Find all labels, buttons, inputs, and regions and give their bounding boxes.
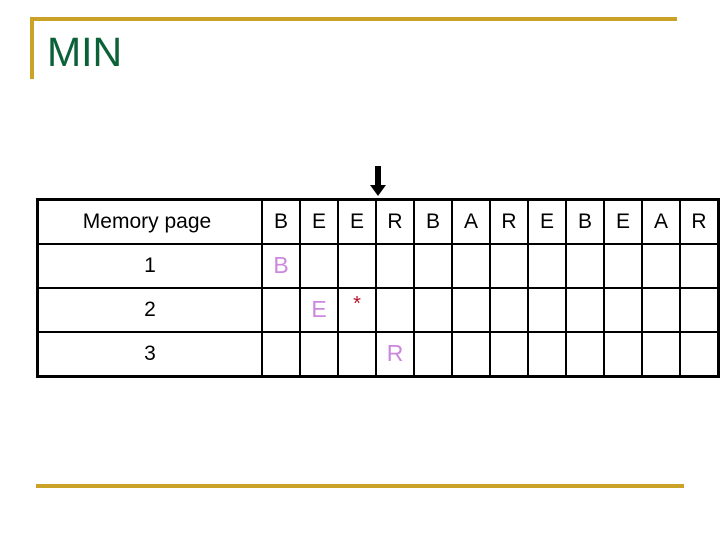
frame-1-slot-0: B: [261, 243, 301, 289]
frame-1-slot-6: [489, 243, 529, 289]
table-row: 3 R: [36, 331, 720, 378]
frame-2-slot-10: [641, 287, 681, 333]
page-fault-marker: *: [353, 293, 361, 315]
frame-1-slot-7: [527, 243, 567, 289]
accent-rule-top-horizontal: [30, 17, 677, 21]
reference-cell-11: R: [679, 198, 720, 245]
frame-2-slot-2: *: [337, 287, 377, 333]
frame-2-slot-1: E: [299, 287, 339, 333]
reference-cell-1: E: [299, 198, 339, 245]
reference-cell-0: B: [261, 198, 301, 245]
page-title: MIN: [47, 29, 123, 75]
reference-cell-5: A: [451, 198, 491, 245]
header-label-cell: Memory page: [36, 198, 263, 245]
frame-3-slot-7: [527, 331, 567, 378]
table-header-row: Memory page B E E R B A R E B E A R: [36, 198, 720, 245]
frame-3-slot-4: [413, 331, 453, 378]
row-label-1: 1: [36, 243, 263, 289]
frame-2-slot-5: [451, 287, 491, 333]
reference-cell-6: R: [489, 198, 529, 245]
frame-1-slot-3: [375, 243, 415, 289]
frame-1-slot-10: [641, 243, 681, 289]
frame-2-slot-9: [603, 287, 643, 333]
frame-3-slot-6: [489, 331, 529, 378]
frame-3-slot-10: [641, 331, 681, 378]
frame-1-slot-4: [413, 243, 453, 289]
frame-3-slot-1: [299, 331, 339, 378]
memory-trace-table: Memory page B E E R B A R E B E A R 1 B: [36, 198, 720, 378]
reference-cell-8: B: [565, 198, 605, 245]
frame-1-slot-5: [451, 243, 491, 289]
frame-2-slot-3: [375, 287, 415, 333]
table-row: 1 B: [36, 243, 720, 289]
frame-1-slot-9: [603, 243, 643, 289]
frame-3-slot-9: [603, 331, 643, 378]
frame-3-slot-11: [679, 331, 720, 378]
reference-cell-4: B: [413, 198, 453, 245]
reference-cell-10: A: [641, 198, 681, 245]
frame-3-slot-8: [565, 331, 605, 378]
frame-2-slot-8: [565, 287, 605, 333]
frame-1-slot-8: [565, 243, 605, 289]
arrow-down-icon: [368, 166, 388, 198]
accent-rule-bottom: [36, 484, 684, 488]
row-label-2: 2: [36, 287, 263, 333]
page-letter: E: [311, 295, 327, 322]
table-row: 2 E *: [36, 287, 720, 333]
reference-cell-2: E: [337, 198, 377, 245]
row-label-3: 3: [36, 331, 263, 378]
frame-1-slot-11: [679, 243, 720, 289]
page-letter: B: [273, 251, 289, 278]
frame-3-slot-0: [261, 331, 301, 378]
reference-cell-7: E: [527, 198, 567, 245]
frame-3-slot-3: R: [375, 331, 415, 378]
page-letter: R: [386, 339, 404, 366]
reference-cell-3: R: [375, 198, 415, 245]
frame-2-slot-7: [527, 287, 567, 333]
frame-2-slot-6: [489, 287, 529, 333]
frame-2-slot-11: [679, 287, 720, 333]
frame-1-slot-2: [337, 243, 377, 289]
reference-cell-9: E: [603, 198, 643, 245]
accent-rule-top-vertical: [30, 17, 34, 79]
frame-2-slot-4: [413, 287, 453, 333]
frame-3-slot-5: [451, 331, 491, 378]
frame-3-slot-2: [337, 331, 377, 378]
frame-2-slot-0: [261, 287, 301, 333]
frame-1-slot-1: [299, 243, 339, 289]
